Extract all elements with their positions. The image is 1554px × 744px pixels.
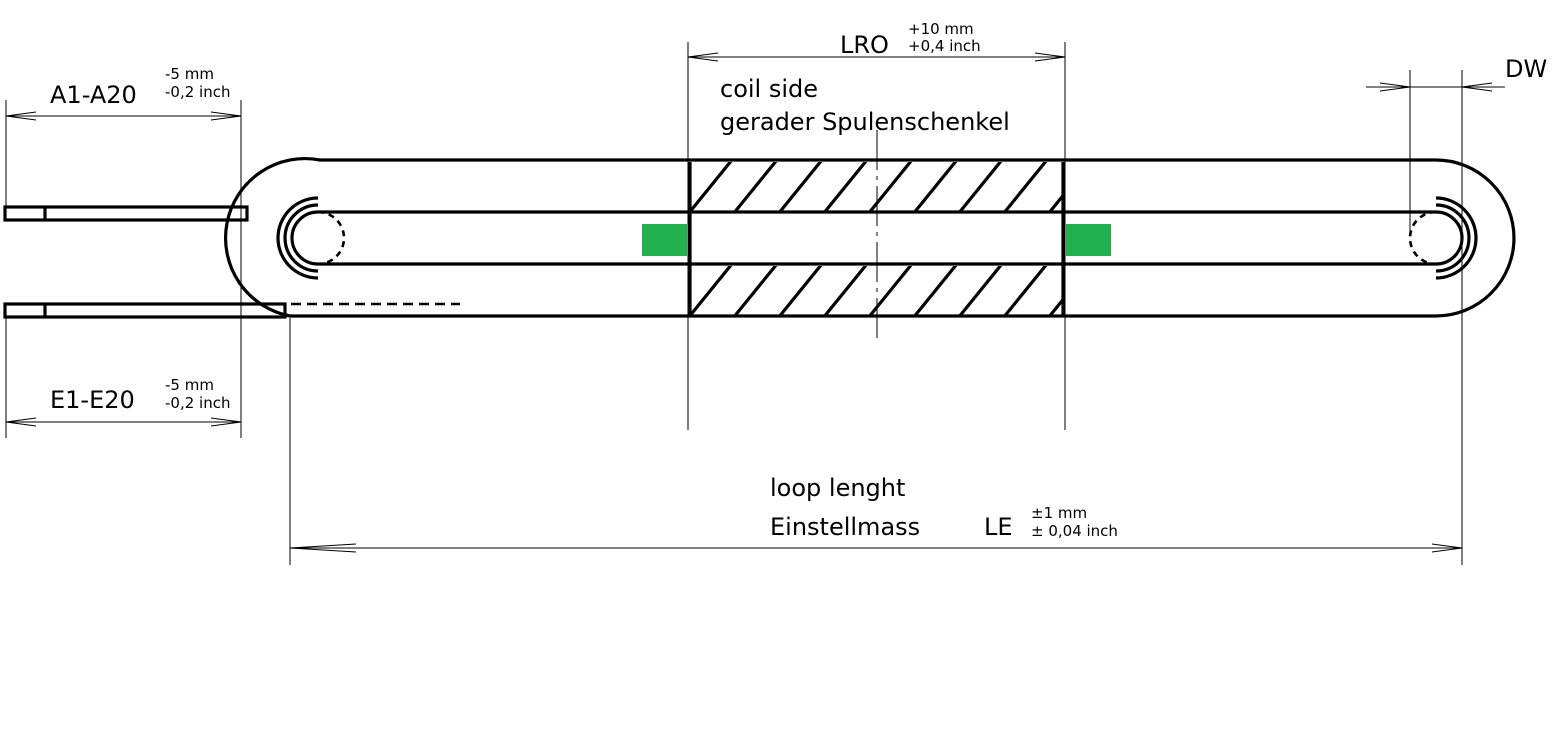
lro-tolerance-mm: +10 mm bbox=[908, 20, 974, 38]
dimension-dw: DW bbox=[1366, 55, 1547, 92]
le-tolerance-inch: ± 0,04 inch bbox=[1031, 522, 1118, 540]
coil-side-label-en: coil side bbox=[720, 75, 818, 103]
a-tolerance-inch: -0,2 inch bbox=[165, 83, 230, 101]
dimension-a1-a20: A1-A20 -5 mm -0,2 inch bbox=[5, 65, 242, 121]
left-end-dashed-circle bbox=[317, 210, 346, 266]
loop-length-label-de: Einstellmass bbox=[770, 513, 920, 541]
coil-side-label-de: gerader Spulenschenkel bbox=[720, 108, 1010, 136]
e-tolerance-inch: -0,2 inch bbox=[165, 394, 230, 412]
lro-tolerance-inch: +0,4 inch bbox=[908, 37, 981, 55]
lead-wire-a bbox=[3, 205, 249, 222]
right-end-arc-inner bbox=[1435, 203, 1471, 273]
coil-loop bbox=[223, 156, 1516, 318]
left-end-arc-inner bbox=[283, 203, 319, 273]
e-tolerance-mm: -5 mm bbox=[165, 376, 214, 394]
dimension-le: loop lenght Einstellmass LE ±1 mm ± 0,04… bbox=[289, 474, 1463, 553]
outer-loop-outline bbox=[223, 156, 1516, 318]
right-end-arc-outer bbox=[1435, 196, 1478, 280]
right-end-dashed-circle bbox=[1408, 210, 1437, 266]
extension-lines bbox=[5, 42, 1463, 565]
e-range-label: E1-E20 bbox=[50, 386, 135, 414]
le-tolerance-mm: ±1 mm bbox=[1031, 504, 1087, 522]
dw-label: DW bbox=[1505, 55, 1547, 83]
hatching-top bbox=[690, 162, 1063, 212]
lead-wires bbox=[3, 205, 460, 319]
lead-wire-e bbox=[3, 302, 287, 319]
loop-length-label-en: loop lenght bbox=[770, 474, 905, 502]
hatching-bottom bbox=[690, 266, 1063, 316]
a-range-label: A1-A20 bbox=[50, 81, 137, 109]
lro-label: LRO bbox=[840, 31, 889, 59]
left-end-arc-outer bbox=[276, 196, 319, 280]
le-label: LE bbox=[984, 513, 1013, 541]
dimension-e1-e20: E1-E20 -5 mm -0,2 inch bbox=[5, 376, 242, 427]
coil-side-section bbox=[642, 130, 1111, 344]
green-marker-right bbox=[1066, 224, 1111, 256]
a-tolerance-mm: -5 mm bbox=[165, 65, 214, 83]
green-marker-left bbox=[642, 224, 687, 256]
dimension-lro: LRO +10 mm +0,4 inch coil side gerader S… bbox=[687, 20, 1066, 136]
